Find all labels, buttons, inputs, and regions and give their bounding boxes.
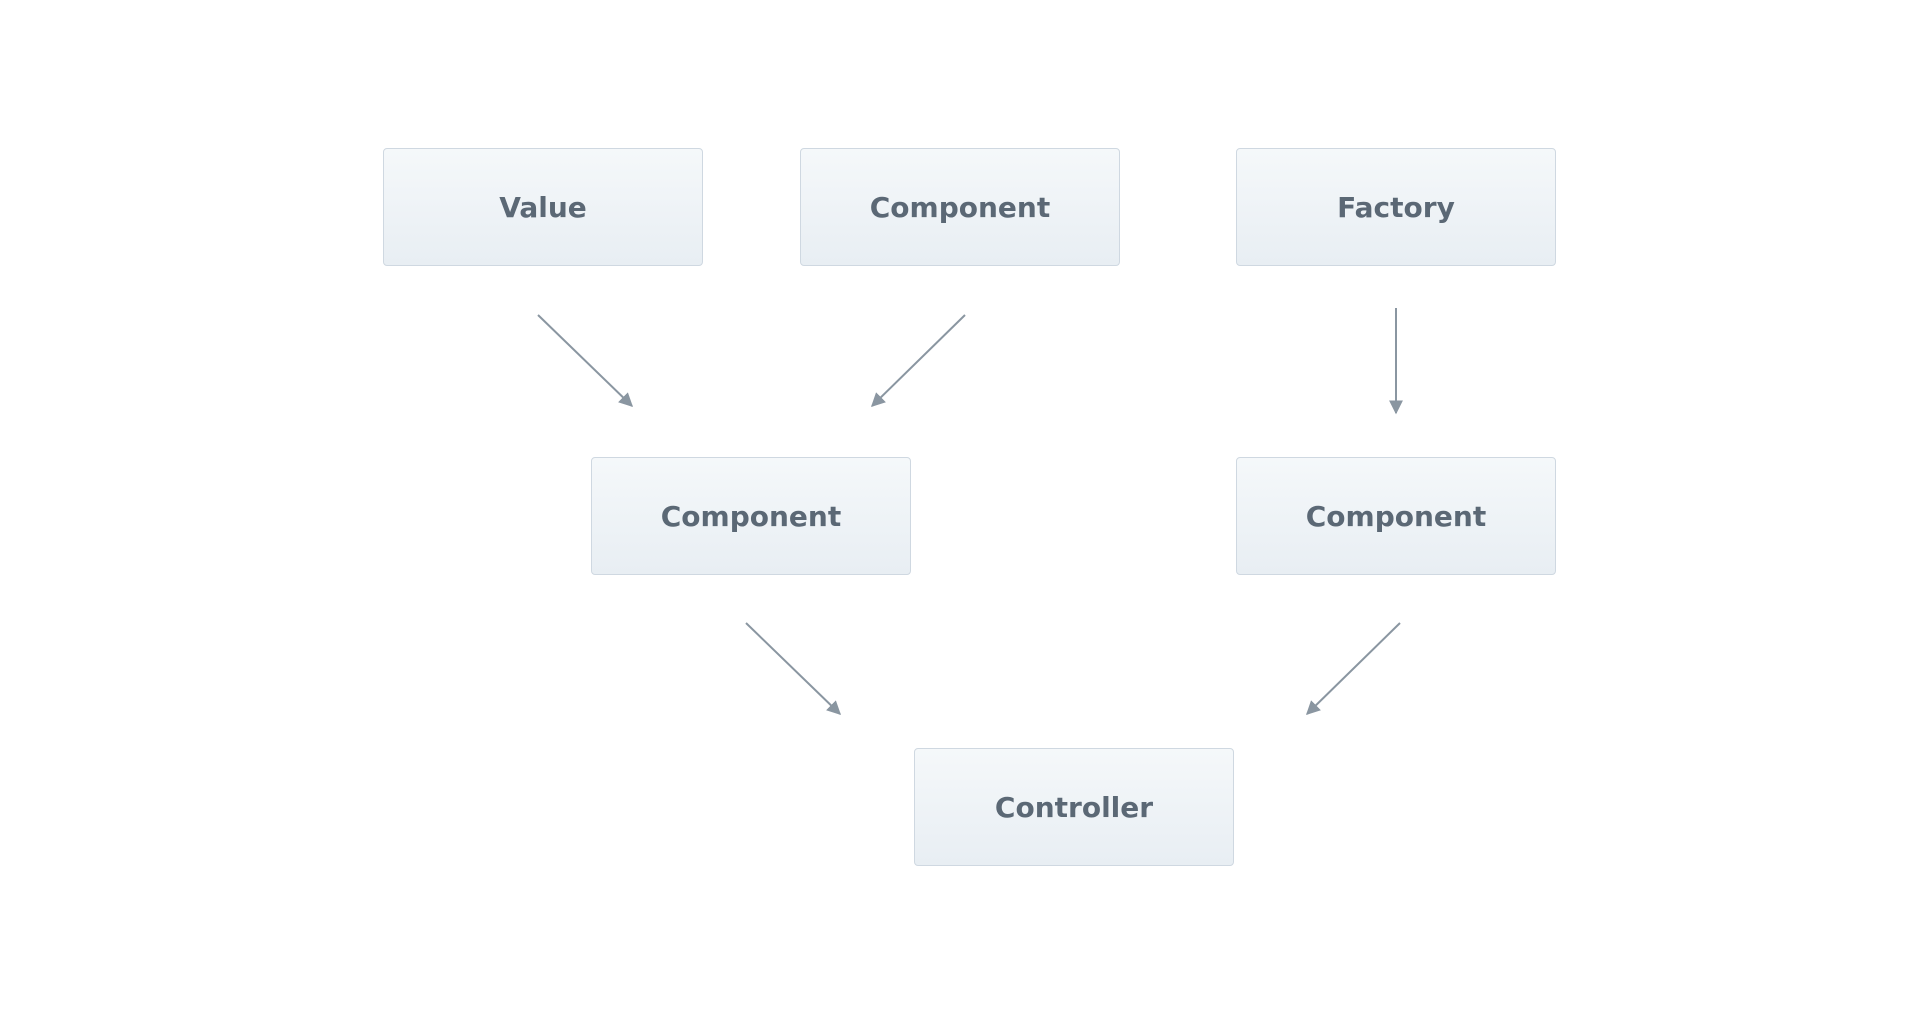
controller-node-label: Controller <box>994 790 1154 824</box>
component-node-mid-left-label: Component <box>660 499 842 533</box>
factory-node-label: Factory <box>1337 190 1455 224</box>
component-node-top-label: Component <box>869 190 1051 224</box>
value-node-label: Value <box>499 190 587 224</box>
edge-component-mid-right-to-controller <box>1305 622 1401 715</box>
component-node-top: Component <box>800 148 1120 266</box>
controller-node: Controller <box>914 748 1234 866</box>
edge-component-top-to-component-mid-left <box>870 314 966 407</box>
component-node-mid-right: Component <box>1236 457 1556 575</box>
component-node-mid-right-label: Component <box>1305 499 1487 533</box>
value-node: Value <box>383 148 703 266</box>
component-node-mid-left: Component <box>591 457 911 575</box>
factory-node: Factory <box>1236 148 1556 266</box>
edge-component-mid-left-to-controller <box>745 622 842 715</box>
edge-value-to-component-mid-left <box>537 314 634 407</box>
